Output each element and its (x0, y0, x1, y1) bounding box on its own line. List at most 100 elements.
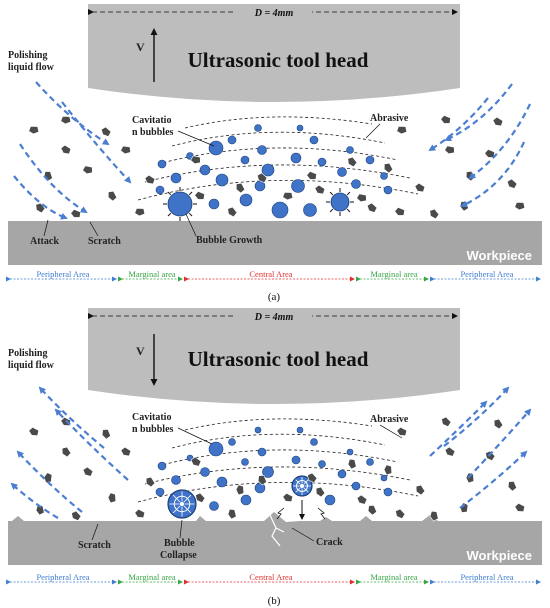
abrasive-particle (356, 193, 367, 203)
area-label: Peripheral Area (460, 572, 513, 582)
collapse-core (180, 502, 184, 506)
abrasive-particle (257, 475, 268, 486)
growth-spike (346, 208, 351, 213)
abrasive-particle (367, 505, 378, 516)
abrasive-leader-b (379, 424, 403, 439)
area-label: Marginal area (370, 572, 418, 582)
attack-label-a: Attack (30, 236, 59, 247)
cavitation-bubble (239, 193, 253, 207)
cavitation-bubble (257, 145, 267, 155)
abrasive-particle (429, 510, 439, 522)
tool-head-a (88, 4, 460, 102)
cavitation-label-line2-a: n bubbles (132, 127, 174, 138)
flow-arrow (54, 408, 129, 481)
cavitation-zone-b (137, 418, 419, 503)
abrasive-particle (493, 418, 504, 430)
shock-wave-right-icon (317, 507, 326, 520)
abrasive-particle (366, 202, 378, 213)
cavitation-bubble (309, 135, 319, 145)
flow-arrow (443, 386, 510, 447)
area-label: Central Area (249, 572, 292, 582)
cavitation-bubble (351, 179, 361, 189)
velocity-label-b: V (136, 344, 145, 358)
cavitation-bubble (241, 458, 249, 466)
event-label-line2-b: Collapse (160, 550, 197, 561)
abrasive-particle (134, 208, 146, 217)
bubbles-a (155, 124, 393, 221)
cavitation-bubble (200, 467, 210, 477)
panel-b: D = 4mm V Ultrasonic tool head Workpiece… (6, 308, 542, 607)
area-bar-a: Peripheral Area Marginal area Central Area… (6, 269, 541, 282)
abrasive-particle (394, 207, 405, 216)
area-label: Peripheral Area (36, 269, 89, 279)
workpiece-a (8, 221, 542, 265)
abrasive-particle (235, 484, 245, 496)
abrasive-particle (307, 472, 318, 484)
bubbles-b (155, 426, 393, 519)
abrasive-particle (507, 481, 518, 492)
collapse-ray (295, 479, 301, 485)
abrasive-particle (227, 206, 238, 218)
flow-arrow (10, 482, 59, 519)
abrasive-particle (60, 144, 72, 155)
cavitation-bubble (383, 487, 393, 497)
cavitation-bubble (199, 164, 211, 176)
flow-arrows-a (13, 81, 531, 220)
flow-arrow (467, 408, 532, 479)
abrasive-particle (101, 429, 112, 440)
cavitation-bubble (254, 124, 262, 132)
cavitation-bubble (290, 152, 302, 164)
growth-spike (188, 191, 193, 196)
growth-spike (167, 191, 172, 196)
area-label: Peripheral Area (460, 269, 513, 279)
shock-wave-left-icon (276, 507, 285, 520)
abrasive-particle (70, 209, 81, 218)
cavitation-bubble (170, 172, 182, 184)
cavitation-bubble (208, 198, 220, 210)
flow-label-line2-b: liquid flow (8, 360, 55, 371)
abrasives-a (28, 115, 526, 220)
caption-a: (a) (268, 291, 281, 303)
abrasive-particle (145, 476, 156, 488)
tool-title-b: Ultrasonic tool head (188, 347, 369, 371)
cavitation-label-line1-a: Cavitatio (132, 115, 171, 126)
abrasive-particle (347, 458, 357, 470)
abrasive-particle (282, 492, 294, 503)
abrasive-particle (195, 492, 206, 504)
abrasive-particle (492, 116, 504, 127)
abrasives-b (28, 416, 526, 522)
cavitation-bubble (365, 155, 375, 165)
cavitation-bubble (208, 140, 224, 156)
collapse-ray (303, 487, 309, 493)
abrasive-particle (107, 492, 117, 504)
flow-arrow (38, 386, 105, 449)
cavitation-bubble (383, 185, 393, 195)
abrasive-particle (28, 426, 40, 437)
abrasive-particle (444, 145, 455, 155)
cavitation-bubble (317, 157, 327, 167)
cavitation-bubble (254, 180, 266, 192)
abrasive-particle (61, 446, 72, 458)
cavitation-label-line2-b: n bubbles (132, 424, 174, 435)
dimension-label-bg-a (236, 5, 312, 19)
scratch-leader-a (89, 221, 99, 237)
cavitation-bubble (291, 179, 305, 193)
cavitation-bubble (351, 481, 361, 491)
growing-bubble (330, 192, 350, 212)
abrasive-particle (256, 172, 268, 183)
cavitation-bubble (240, 494, 252, 506)
cavitation-bubble (310, 438, 318, 446)
abrasive-particle (190, 456, 202, 467)
cavitation-bubble (337, 469, 347, 479)
cavitation-bubble (216, 476, 228, 488)
abrasive-particle (440, 115, 451, 124)
abrasive-particle (429, 208, 440, 220)
growth-spike (167, 212, 172, 217)
cavitation-bubble (296, 426, 304, 434)
area-label: Marginal area (128, 269, 176, 279)
area-label: Central Area (249, 269, 292, 279)
collapse-ray (303, 479, 309, 485)
abrasive-particle (347, 156, 358, 168)
abrasive-particle (514, 502, 526, 513)
